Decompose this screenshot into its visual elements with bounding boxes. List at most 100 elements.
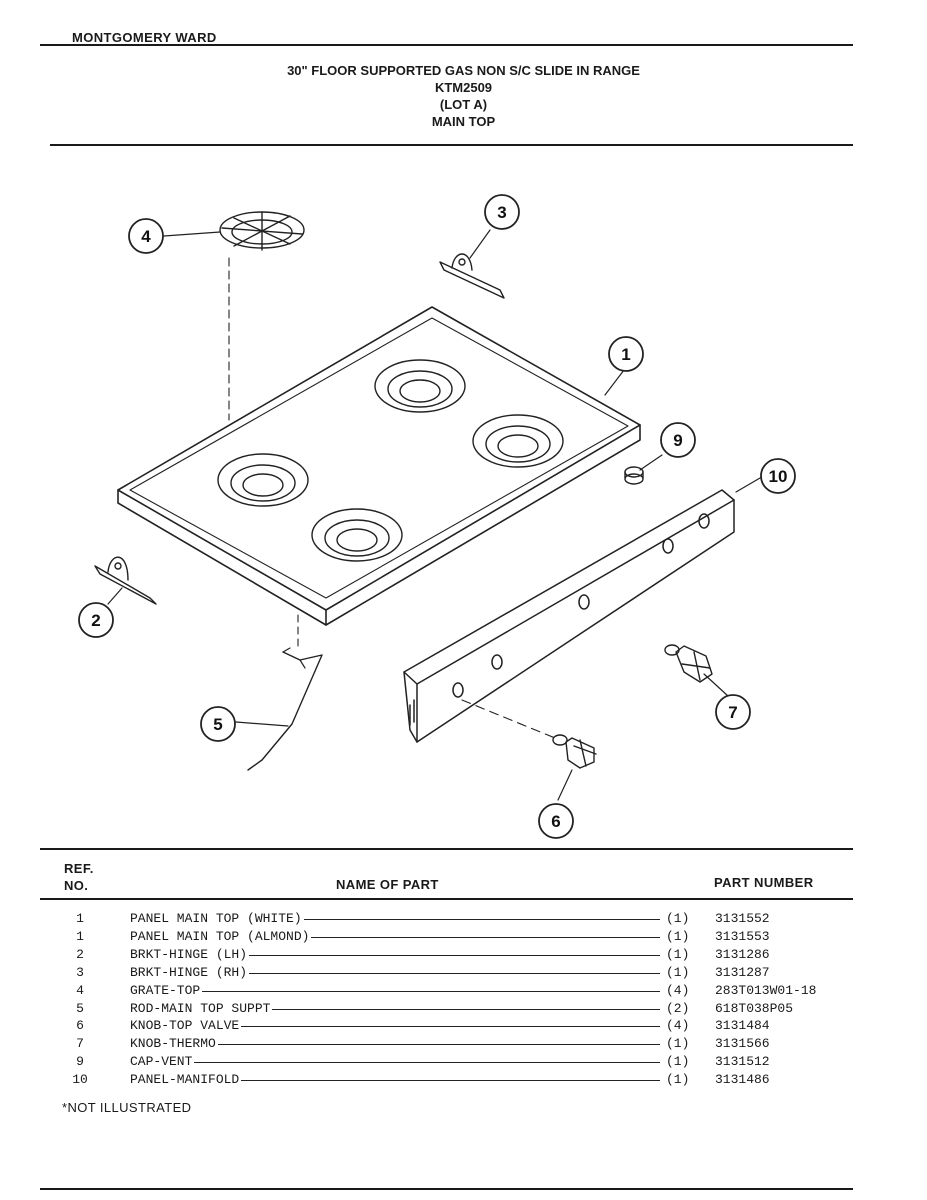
- callout-5: 5: [213, 715, 222, 734]
- hinge-bracket-lh: [94, 556, 157, 605]
- header-title: 30" FLOOR SUPPORTED GAS NON S/C SLIDE IN…: [287, 63, 640, 78]
- row-leader: [140, 990, 660, 992]
- knob-thermo: [664, 644, 713, 683]
- burner-bowls: [217, 359, 564, 562]
- row-part-name: KNOB-THERMO: [130, 1036, 218, 1052]
- callout-7: 7: [728, 703, 737, 722]
- page-header: 30" FLOOR SUPPORTED GAS NON S/C SLIDE IN…: [0, 62, 927, 130]
- row-qty: (1): [664, 1072, 690, 1088]
- row-ref: 10: [72, 1072, 88, 1088]
- col-ref-header: REF. NO.: [64, 861, 94, 893]
- callout-3: 3: [497, 203, 506, 222]
- callout-circle-10: [760, 458, 796, 494]
- row-qty: (1): [664, 1036, 690, 1052]
- row-part-number: 3131486: [715, 1072, 770, 1088]
- callout-circles: [78, 194, 796, 839]
- bottom-rule: [40, 1188, 853, 1190]
- leader-lines: [107, 229, 761, 801]
- header-rule: [50, 144, 853, 146]
- row-part-name: BRKT-HINGE (LH): [130, 946, 250, 962]
- header-model: KTM2509: [434, 80, 493, 95]
- row-part-number: 3131553: [715, 928, 770, 944]
- row-leader: [140, 919, 660, 920]
- row-leader: [140, 954, 660, 956]
- row-qty: (1): [664, 928, 690, 944]
- row-qty: (1): [664, 946, 690, 962]
- callout-circle-6: [538, 803, 574, 839]
- table-row: 5 ROD-MAIN TOP SUPPT (2) 618T038P05: [60, 1000, 860, 1019]
- table-row: 6 KNOB-TOP VALVE (4) 3131484: [60, 1018, 860, 1036]
- row-part-number: 283T013W01-18: [715, 982, 817, 998]
- row-leader: [140, 1026, 660, 1028]
- callout-4: 4: [141, 227, 151, 246]
- row-part-name: PANEL MAIN TOP (ALMOND): [130, 928, 312, 944]
- callout-circle-5: [200, 706, 236, 742]
- row-qty: (2): [664, 1000, 690, 1016]
- row-ref: 5: [76, 1000, 84, 1016]
- vent-cap: [624, 466, 644, 485]
- table-row: 7 KNOB-THERMO (1) 3131566: [60, 1036, 860, 1054]
- row-part-number: 618T038P05: [715, 1000, 794, 1016]
- table-row: 3 BRKT-HINGE (RH) (1) 3131287: [60, 964, 860, 983]
- footnote: *NOT ILLUSTRATED: [62, 1100, 192, 1115]
- row-part-name: GRATE-TOP: [130, 982, 203, 998]
- row-part-number: 3131286: [715, 946, 770, 962]
- table-row: 10 PANEL-MANIFOLD (1) 3131486: [60, 1072, 860, 1090]
- col-name-header: NAME OF PART: [336, 877, 439, 892]
- row-part-name: BRKT-HINGE (RH): [130, 964, 250, 980]
- row-leader: [140, 1008, 660, 1010]
- row-ref: 6: [76, 1018, 84, 1034]
- top-rule: [40, 44, 853, 46]
- callout-circle-4: [128, 218, 164, 254]
- support-rod: [247, 651, 323, 771]
- header-lot: (LOT A): [439, 97, 488, 112]
- table-header-rule: [40, 898, 853, 900]
- row-leader: [140, 972, 660, 974]
- callout-circle-1: [608, 336, 644, 372]
- row-part-number: 3131484: [715, 1018, 770, 1034]
- row-part-number: 3131566: [715, 1036, 770, 1052]
- brand-name: MONTGOMERY WARD: [72, 30, 217, 45]
- manifold-panel: [403, 489, 735, 743]
- table-row: 4 GRATE-TOP (4) 283T013W01-18: [60, 982, 860, 1001]
- row-ref: 4: [76, 982, 84, 998]
- main-top-panel: [117, 306, 641, 626]
- row-ref: 9: [76, 1054, 84, 1070]
- row-qty: (4): [664, 1018, 690, 1034]
- row-part-number: 3131512: [715, 1054, 770, 1070]
- row-part-name: ROD-MAIN TOP SUPPT: [130, 1000, 273, 1016]
- row-qty: (1): [664, 1054, 690, 1070]
- row-qty: (1): [664, 911, 690, 926]
- row-ref: 1: [76, 911, 84, 926]
- table-top-rule: [40, 848, 853, 850]
- callout-circle-3: [484, 194, 520, 230]
- row-qty: (1): [664, 964, 690, 980]
- grate-top: [219, 211, 305, 251]
- row-ref: 3: [76, 964, 84, 980]
- hinge-bracket-rh: [439, 253, 505, 299]
- row-part-name: PANEL MAIN TOP (WHITE): [130, 911, 304, 926]
- callout-6: 6: [551, 812, 560, 831]
- row-part-name: PANEL-MANIFOLD: [130, 1072, 242, 1088]
- row-leader: [140, 1044, 660, 1046]
- col-part-header: PART NUMBER: [714, 875, 814, 890]
- row-ref: 7: [76, 1036, 84, 1052]
- row-part-name: KNOB-TOP VALVE: [130, 1018, 242, 1034]
- row-leader: [140, 1080, 660, 1082]
- knob-top-valve: [461, 699, 597, 769]
- callout-circle-9: [660, 422, 696, 458]
- callout-1: 1: [621, 345, 630, 364]
- row-part-name: CAP-VENT: [130, 1054, 195, 1070]
- callout-10: 10: [769, 467, 788, 486]
- row-leader: [140, 1062, 660, 1064]
- table-row: 9 CAP-VENT (1) 3131512: [60, 1054, 860, 1072]
- row-qty: (4): [664, 982, 690, 998]
- callout-circle-2: [78, 602, 114, 638]
- callout-2: 2: [91, 611, 100, 630]
- row-part-number: 3131287: [715, 964, 770, 980]
- row-leader: [140, 936, 660, 938]
- exploded-parts-diagram: 4 3 1 9 10 2 5 7 6: [78, 194, 796, 839]
- callout-9: 9: [673, 431, 682, 450]
